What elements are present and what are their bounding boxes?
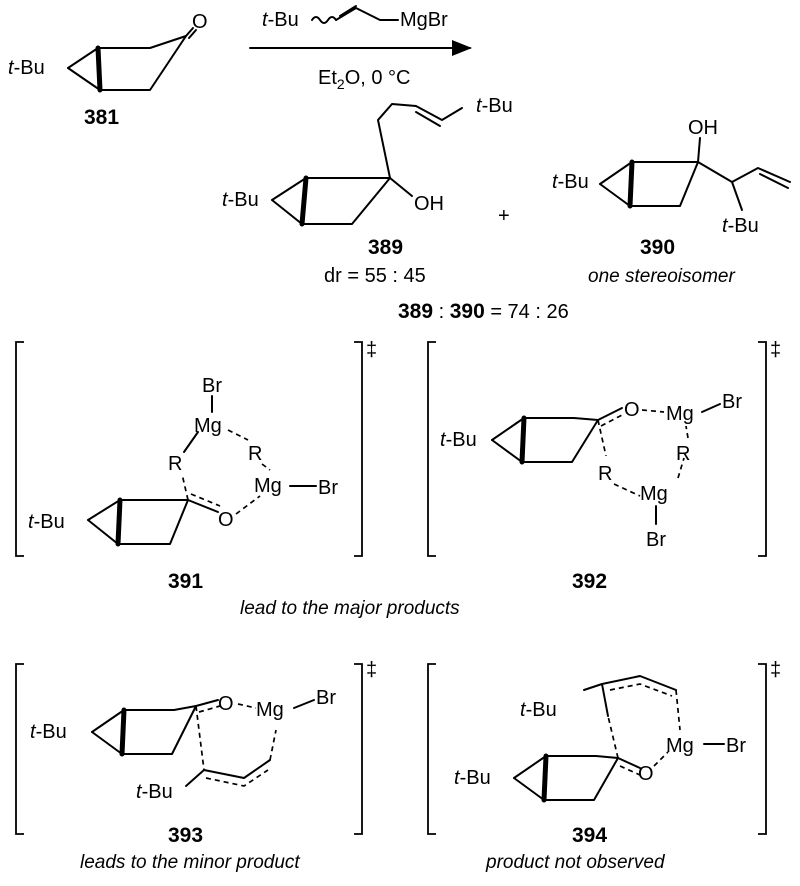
minor-product-caption: leads to the minor product: [80, 852, 300, 873]
svg-text:t-Bu: t-Bu: [30, 721, 67, 743]
svg-text:t-Bu: t-Bu: [28, 511, 65, 533]
compound-389-structure: t-Bu OH t-Bu: [222, 95, 513, 227]
reaction-conditions: Et2O, 0 °C: [318, 67, 411, 92]
svg-text:Br: Br: [318, 477, 338, 499]
svg-text:R: R: [598, 463, 612, 485]
plus-sign: +: [498, 205, 510, 227]
compound-number-391: 391: [168, 570, 203, 593]
transition-state-394: ‡ t-Bu O Mg Br t-Bu: [427, 659, 781, 835]
svg-text:‡: ‡: [770, 339, 781, 361]
transition-state-393: ‡ t-Bu O Mg Br t-Bu: [15, 659, 377, 835]
svg-text:Mg: Mg: [194, 415, 222, 437]
dr-caption: dr = 55 : 45: [324, 265, 426, 287]
compound-number-389: 389: [368, 236, 403, 259]
svg-text:Mg: Mg: [256, 699, 284, 721]
svg-text:Br: Br: [202, 375, 222, 397]
svg-text:‡: ‡: [366, 659, 377, 681]
svg-text:O: O: [218, 509, 234, 531]
svg-text:MgBr: MgBr: [400, 9, 448, 31]
svg-text:OH: OH: [414, 193, 444, 215]
svg-text:‡: ‡: [770, 659, 781, 681]
product-ratio: 389 : 390 = 74 : 26: [398, 300, 569, 323]
svg-text:Mg: Mg: [640, 483, 668, 505]
svg-text:t-Bu: t-Bu: [552, 171, 589, 193]
svg-text:t-Bu: t-Bu: [222, 189, 259, 211]
stereoisomer-caption: one stereoisomer: [588, 266, 735, 287]
svg-text:OH: OH: [688, 117, 718, 139]
compound-number-381: 381: [84, 106, 119, 129]
svg-text:O: O: [624, 399, 640, 421]
svg-text:Br: Br: [722, 391, 742, 413]
compound-number-392: 392: [572, 570, 607, 593]
svg-text:t-Bu: t-Bu: [454, 767, 491, 789]
svg-text:Br: Br: [726, 735, 746, 757]
transition-state-392: ‡ t-Bu O Mg Br R Mg Br R: [427, 339, 781, 557]
major-products-caption: lead to the major products: [240, 598, 460, 619]
svg-text:t-Bu: t-Bu: [520, 699, 557, 721]
tbu-label: t-Bu: [8, 57, 45, 79]
not-observed-caption: product not observed: [485, 852, 666, 873]
compound-390-structure: OH t-Bu t-Bu: [552, 117, 791, 237]
svg-text:Br: Br: [316, 687, 336, 709]
svg-text:O: O: [638, 763, 654, 785]
svg-text:O: O: [218, 693, 234, 715]
svg-text:Br: Br: [646, 529, 666, 551]
svg-text:t-Bu: t-Bu: [136, 781, 173, 803]
compound-381-structure: O t-Bu: [8, 11, 208, 93]
compound-number-390: 390: [640, 236, 675, 259]
svg-text:t-Bu: t-Bu: [262, 9, 299, 31]
svg-text:t-Bu: t-Bu: [440, 429, 477, 451]
transition-state-391: ‡ t-Bu O Mg Br R Mg Br R: [15, 339, 377, 557]
compound-number-393: 393: [168, 824, 203, 847]
svg-text:R: R: [168, 453, 182, 475]
svg-text:‡: ‡: [366, 339, 377, 361]
oxygen-label: O: [192, 11, 208, 33]
svg-text:Mg: Mg: [254, 475, 282, 497]
svg-text:R: R: [248, 443, 262, 465]
svg-text:R: R: [676, 443, 690, 465]
compound-number-394: 394: [572, 824, 607, 847]
grignard-reagent: t-Bu MgBr: [262, 5, 448, 31]
svg-text:t-Bu: t-Bu: [722, 215, 759, 237]
svg-text:Mg: Mg: [666, 403, 694, 425]
svg-text:t-Bu: t-Bu: [476, 95, 513, 117]
svg-text:Mg: Mg: [666, 735, 694, 757]
